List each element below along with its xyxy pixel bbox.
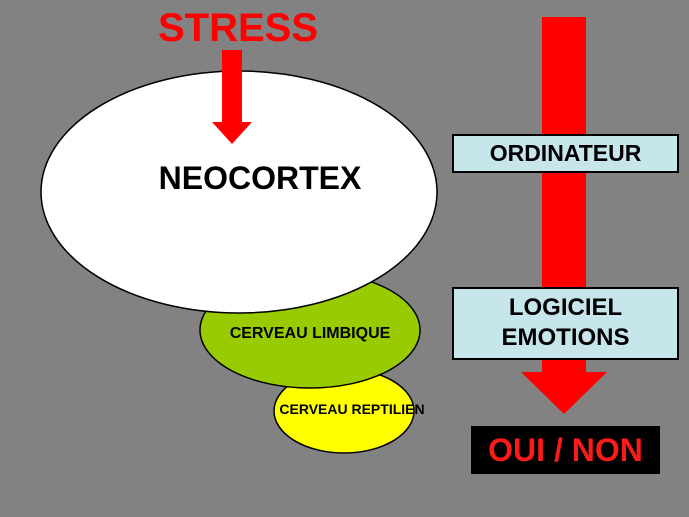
- answer-label: OUI / NON: [488, 432, 643, 468]
- software-emotions-box: LOGICIEL EMOTIONS: [452, 287, 679, 360]
- stress-label: STRESS: [157, 6, 319, 50]
- computer-box: ORDINATEUR: [452, 134, 679, 173]
- software-label-line1: LOGICIEL: [508, 294, 623, 321]
- software-label-line2: EMOTIONS: [501, 324, 630, 351]
- reptilian-label: CERVEAU REPTILIEN: [279, 401, 425, 417]
- stress-arrow: [212, 50, 252, 144]
- answer-box: OUI / NON: [471, 426, 660, 474]
- computer-label: ORDINATEUR: [489, 140, 642, 166]
- neocortex-label: NEOCORTEX: [158, 160, 362, 196]
- limbic-label: CERVEAU LIMBIQUE: [229, 325, 391, 342]
